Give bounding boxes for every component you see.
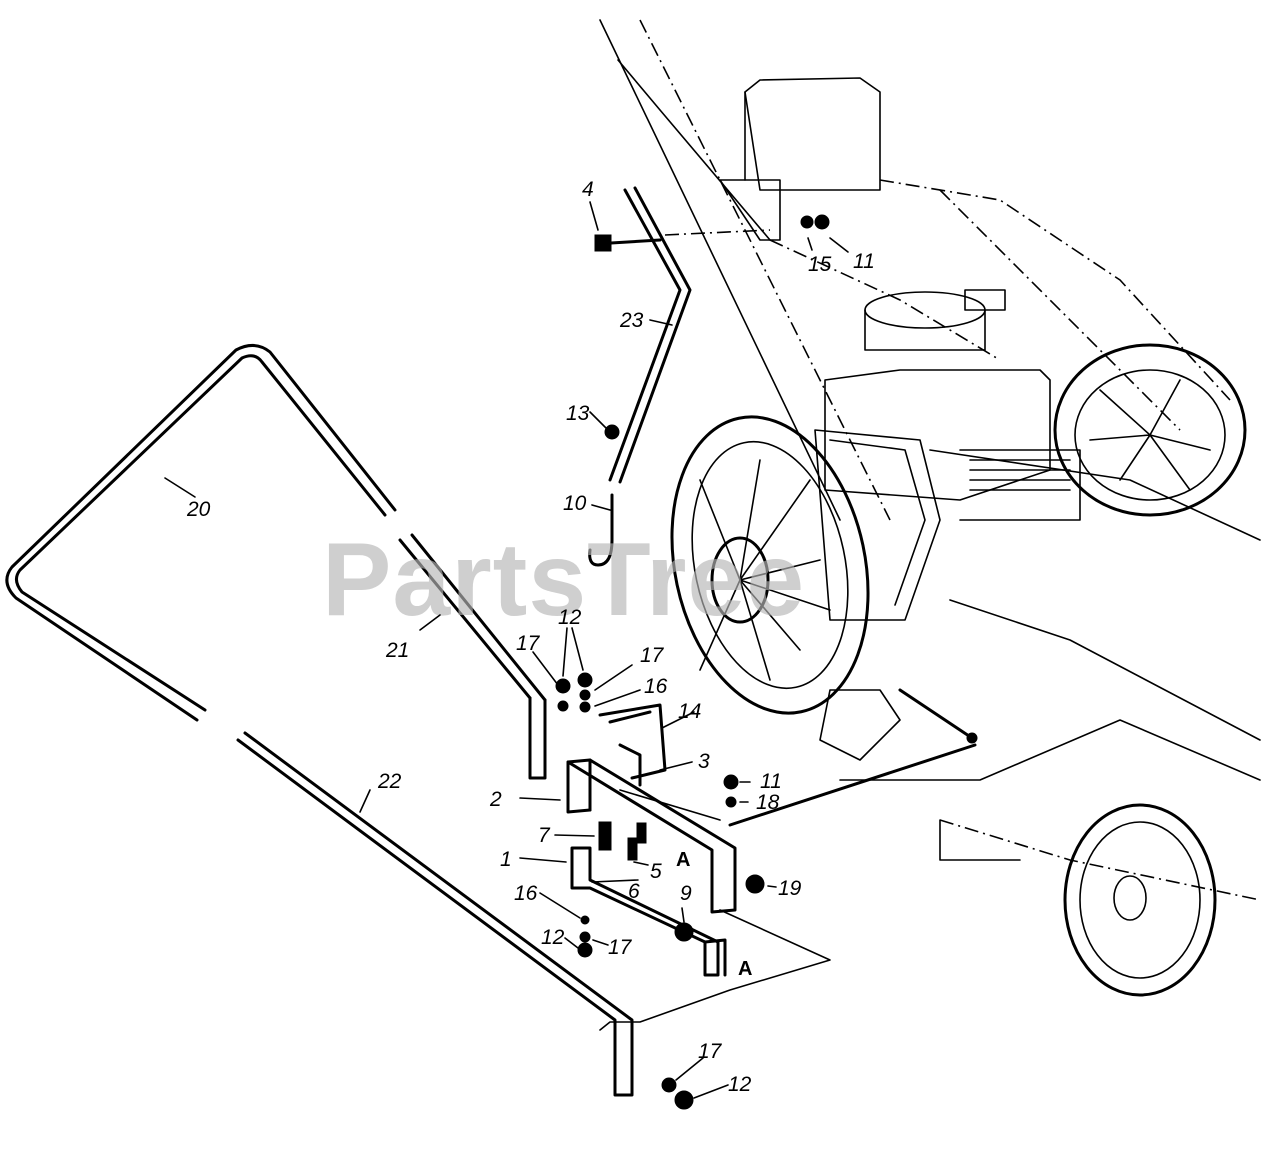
callout-7: 7 <box>538 824 551 847</box>
callout-19: 19 <box>778 877 802 900</box>
rear-wheel-left <box>670 415 870 715</box>
callout-6: 6 <box>628 880 640 903</box>
rod-assembly <box>588 186 692 567</box>
callout-17: 17 <box>516 632 541 655</box>
callout-20: 20 <box>186 498 211 521</box>
callout-11: 11 <box>853 250 875 273</box>
callout-23: 23 <box>619 309 644 332</box>
callout-15: 15 <box>808 253 832 276</box>
callout-17: 17 <box>698 1040 723 1063</box>
callout-22: 22 <box>377 770 402 793</box>
brackets <box>566 229 977 977</box>
watermark-text: PartsTree <box>322 522 805 638</box>
callout-2: 2 <box>489 788 502 811</box>
lower-handle-assembly <box>5 344 831 1097</box>
callout-4: 4 <box>582 178 594 201</box>
callout-17: 17 <box>608 936 633 959</box>
rear-wheel-right <box>1053 343 1247 517</box>
callout-13: 13 <box>566 402 590 425</box>
callout-14: 14 <box>678 700 701 723</box>
leader-lines <box>164 201 849 1099</box>
reference-mark-a: A <box>676 849 690 871</box>
callout-12: 12 <box>541 926 565 949</box>
callout-11: 11 <box>760 770 782 793</box>
engine <box>824 289 1081 521</box>
callout-9: 9 <box>680 882 692 905</box>
mower-body <box>599 19 1261 997</box>
front-wheel <box>1063 803 1217 997</box>
hardware <box>555 214 830 1110</box>
callout-16: 16 <box>644 675 668 698</box>
callout-10: 10 <box>563 492 587 515</box>
callout-3: 3 <box>698 750 710 773</box>
callout-12: 12 <box>728 1073 752 1096</box>
callout-1: 1 <box>500 848 512 871</box>
callout-5: 5 <box>650 860 662 883</box>
callouts: 4 15 11 23 13 10 20 21 22 12 17 17 16 14… <box>186 178 875 1096</box>
callout-16: 16 <box>514 882 538 905</box>
reference-mark-a: A <box>738 958 752 980</box>
callout-17: 17 <box>640 644 665 667</box>
callout-21: 21 <box>385 639 409 662</box>
callout-12: 12 <box>558 606 582 629</box>
callout-18: 18 <box>756 791 780 814</box>
